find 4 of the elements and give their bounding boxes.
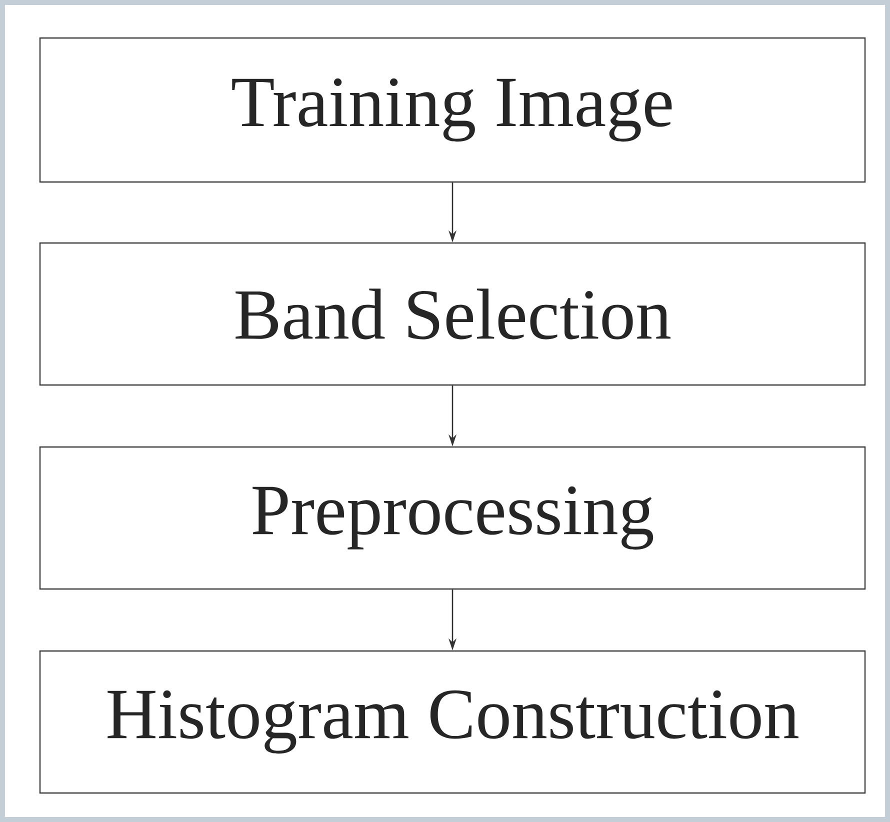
process-box: Band Selection xyxy=(39,242,866,386)
process-box: Training Image xyxy=(39,37,866,183)
process-box: Preprocessing xyxy=(39,446,866,590)
process-box: Histogram Construction xyxy=(39,650,866,794)
